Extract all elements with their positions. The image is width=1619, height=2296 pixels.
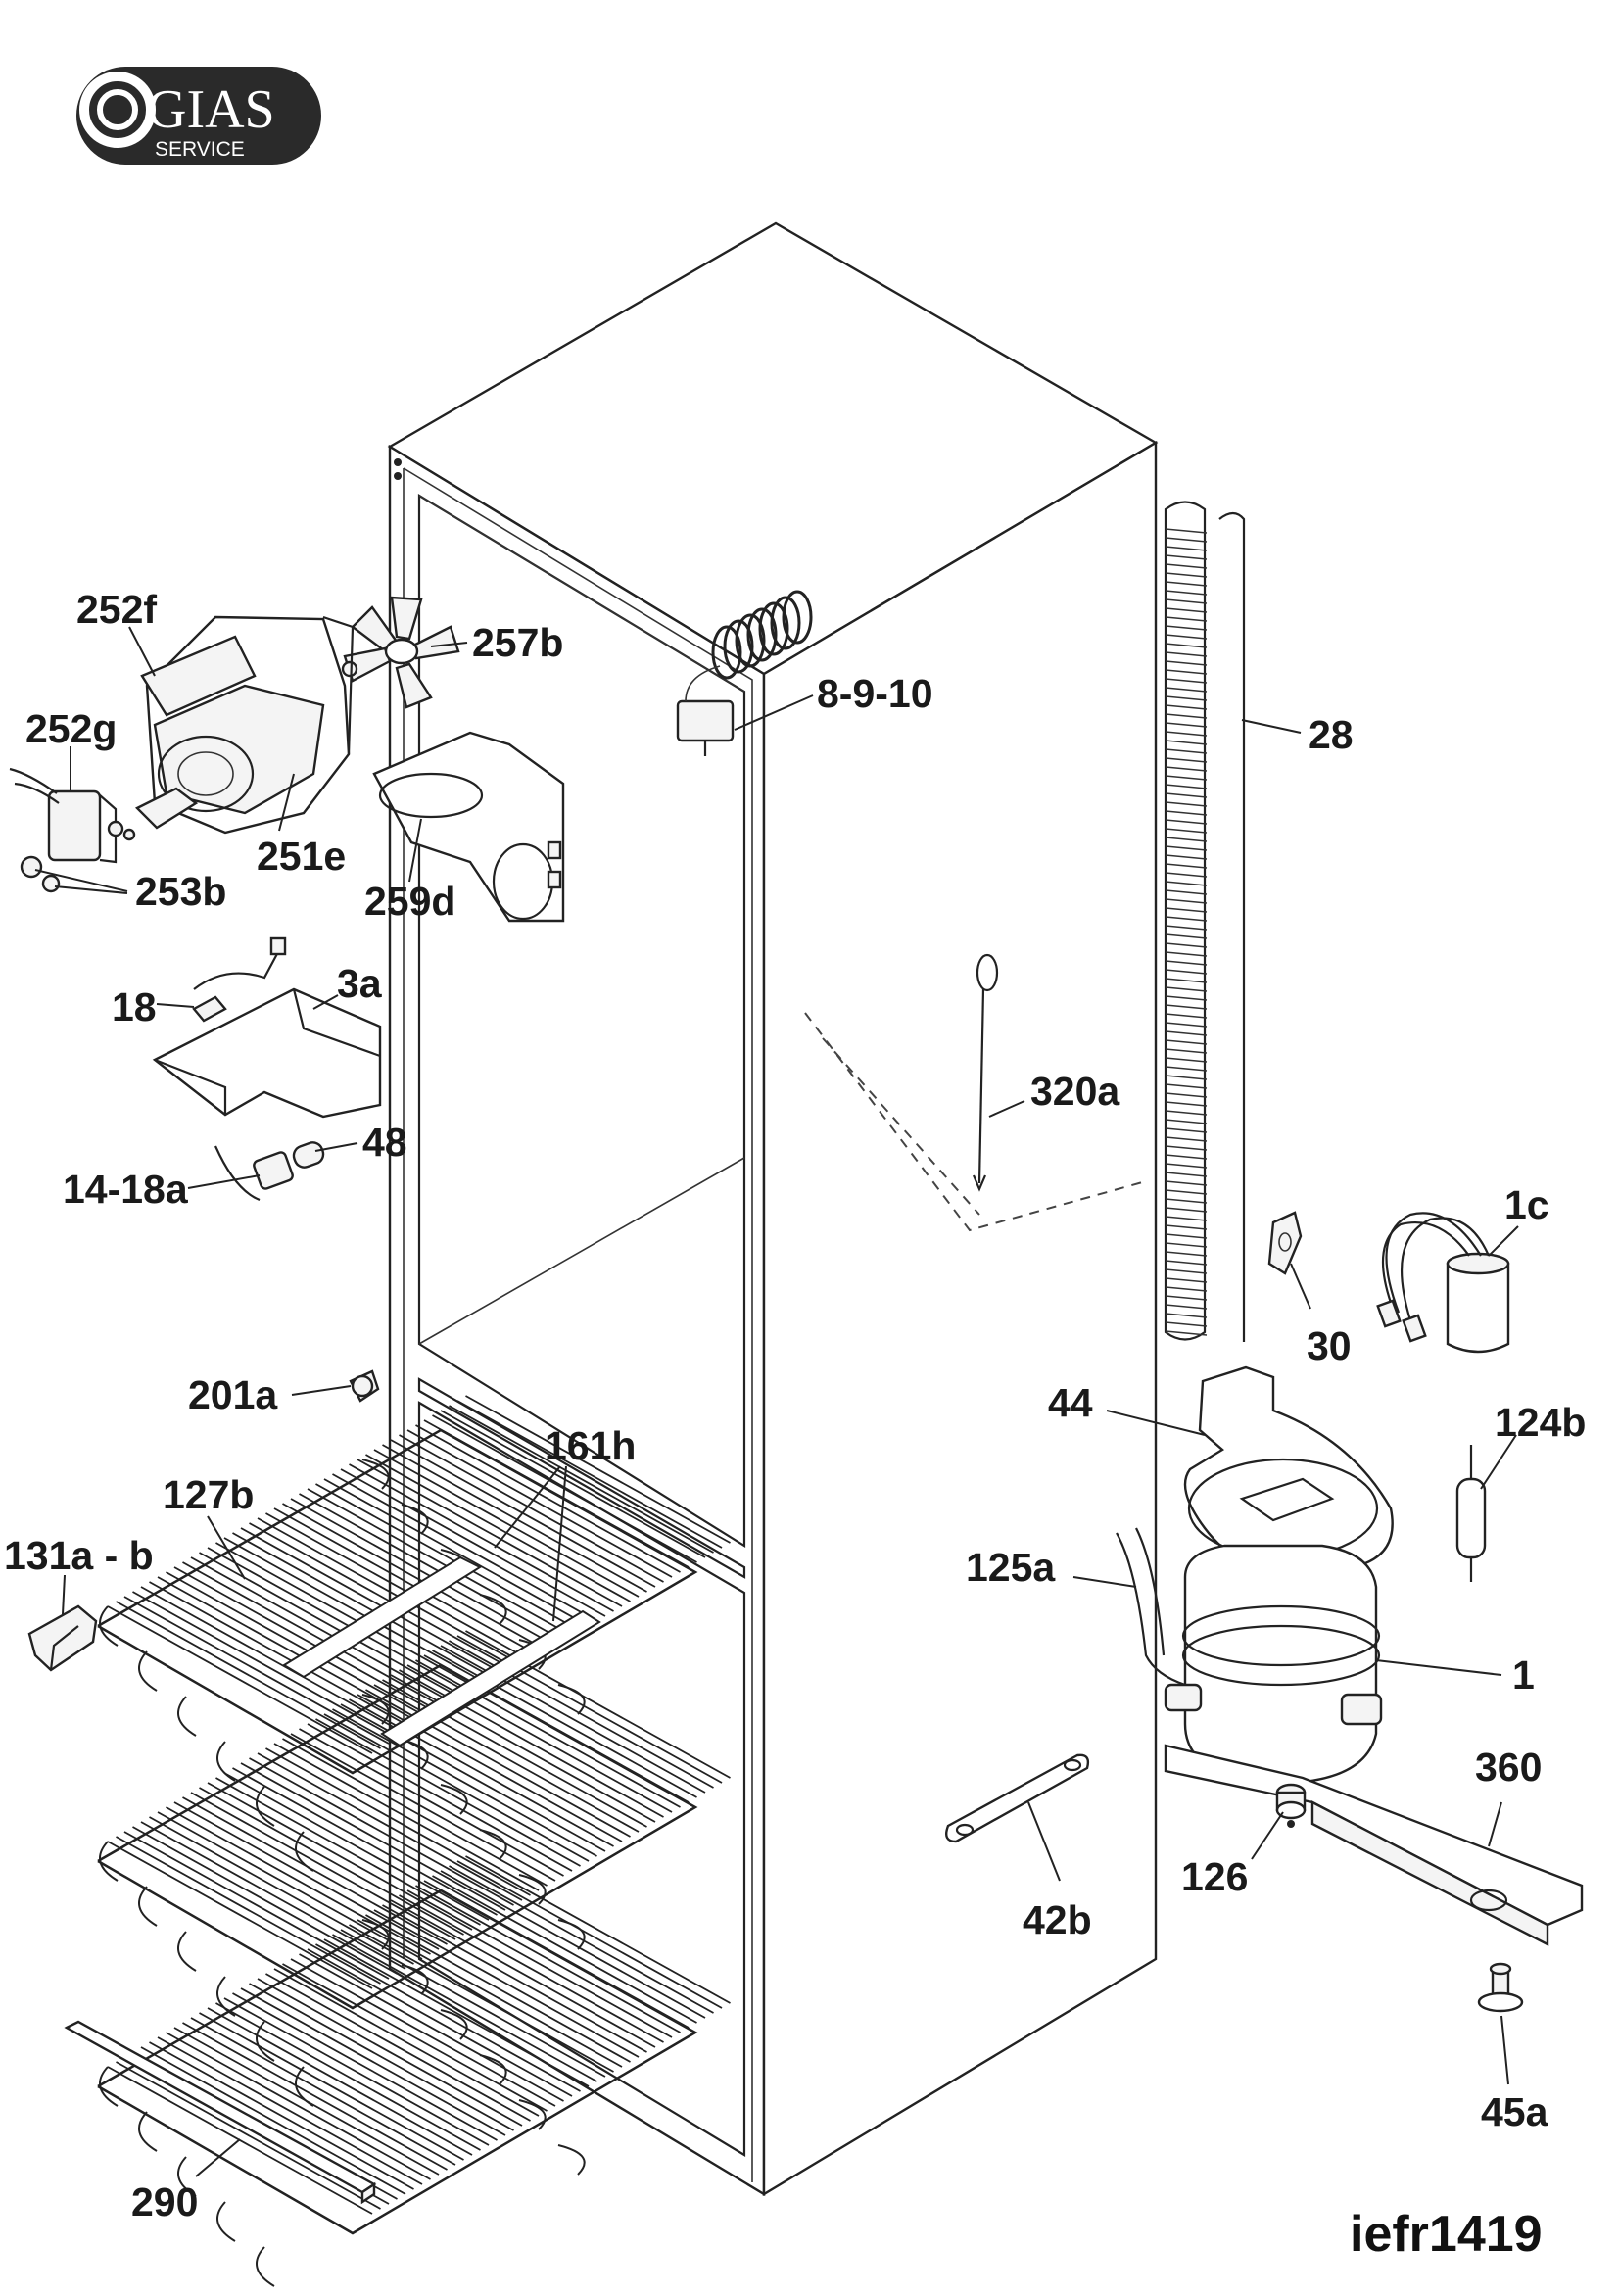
lamp-socket [214,1141,325,1202]
callout-14-18a: 14-18a [63,1167,189,1212]
logo-brand-text: GIAS [147,79,275,140]
callout-259d: 259d [364,879,455,924]
adjustable-foot [1477,1962,1524,2013]
callout-48: 48 [362,1120,407,1165]
callout-320a: 320a [1030,1069,1120,1114]
callout-126: 126 [1181,1854,1248,1899]
callout-252f: 252f [76,587,157,632]
callout-1c: 1c [1504,1182,1549,1227]
drain-probe [972,953,999,1192]
callout-251e: 251e [257,834,346,879]
fan-motor [9,767,136,893]
drawing-code: iefr1419 [1350,2206,1543,2263]
callout-18: 18 [112,984,157,1029]
callout-8-9-10: 8-9-10 [817,671,933,716]
callout-42b: 42b [1023,1897,1092,1942]
fan-blade [341,596,460,709]
filter-drier [1455,1445,1487,1582]
callout-125a: 125a [966,1545,1056,1590]
callout-161h: 161h [545,1423,636,1468]
callout-labels: 252f 257b 8-9-10 28 252g 251e 253b 259d … [4,587,1586,2224]
leader-lines [34,626,1519,2177]
callout-201a: 201a [188,1372,278,1417]
condenser-coil [1164,501,1246,1342]
callout-252g: 252g [25,706,117,751]
thermostat-assembly [676,590,813,756]
callout-253b: 253b [135,869,226,914]
callout-131a-b: 131a - b [4,1533,154,1578]
callout-290: 290 [131,2179,198,2224]
callout-360: 360 [1475,1745,1542,1790]
callout-45a: 45a [1481,2089,1549,2134]
callout-1: 1 [1512,1652,1535,1698]
evaporator-shelves [97,1395,731,2296]
door-stop [349,1369,380,1403]
door-strap [945,1753,1090,1843]
lamp-housing [152,936,382,1119]
callout-44: 44 [1048,1380,1093,1425]
front-bar [64,2020,377,2205]
compressor-base-plate [1164,1744,1584,1946]
callout-127b: 127b [163,1472,254,1517]
callout-257b: 257b [472,620,563,665]
air-duct [372,731,565,923]
capacitor [1376,1212,1510,1354]
callout-30: 30 [1307,1323,1352,1368]
callout-3a: 3a [337,961,383,1006]
rubber-grommet [1275,1783,1307,1820]
callout-28: 28 [1309,712,1354,757]
gias-service-logo: GIAS SERVICE [76,67,321,165]
fan-housing [134,615,355,835]
logo-subtitle-text: SERVICE [155,138,245,161]
handle-bracket [27,1604,98,1672]
clip [1267,1211,1303,1275]
callout-124b: 124b [1495,1400,1586,1445]
